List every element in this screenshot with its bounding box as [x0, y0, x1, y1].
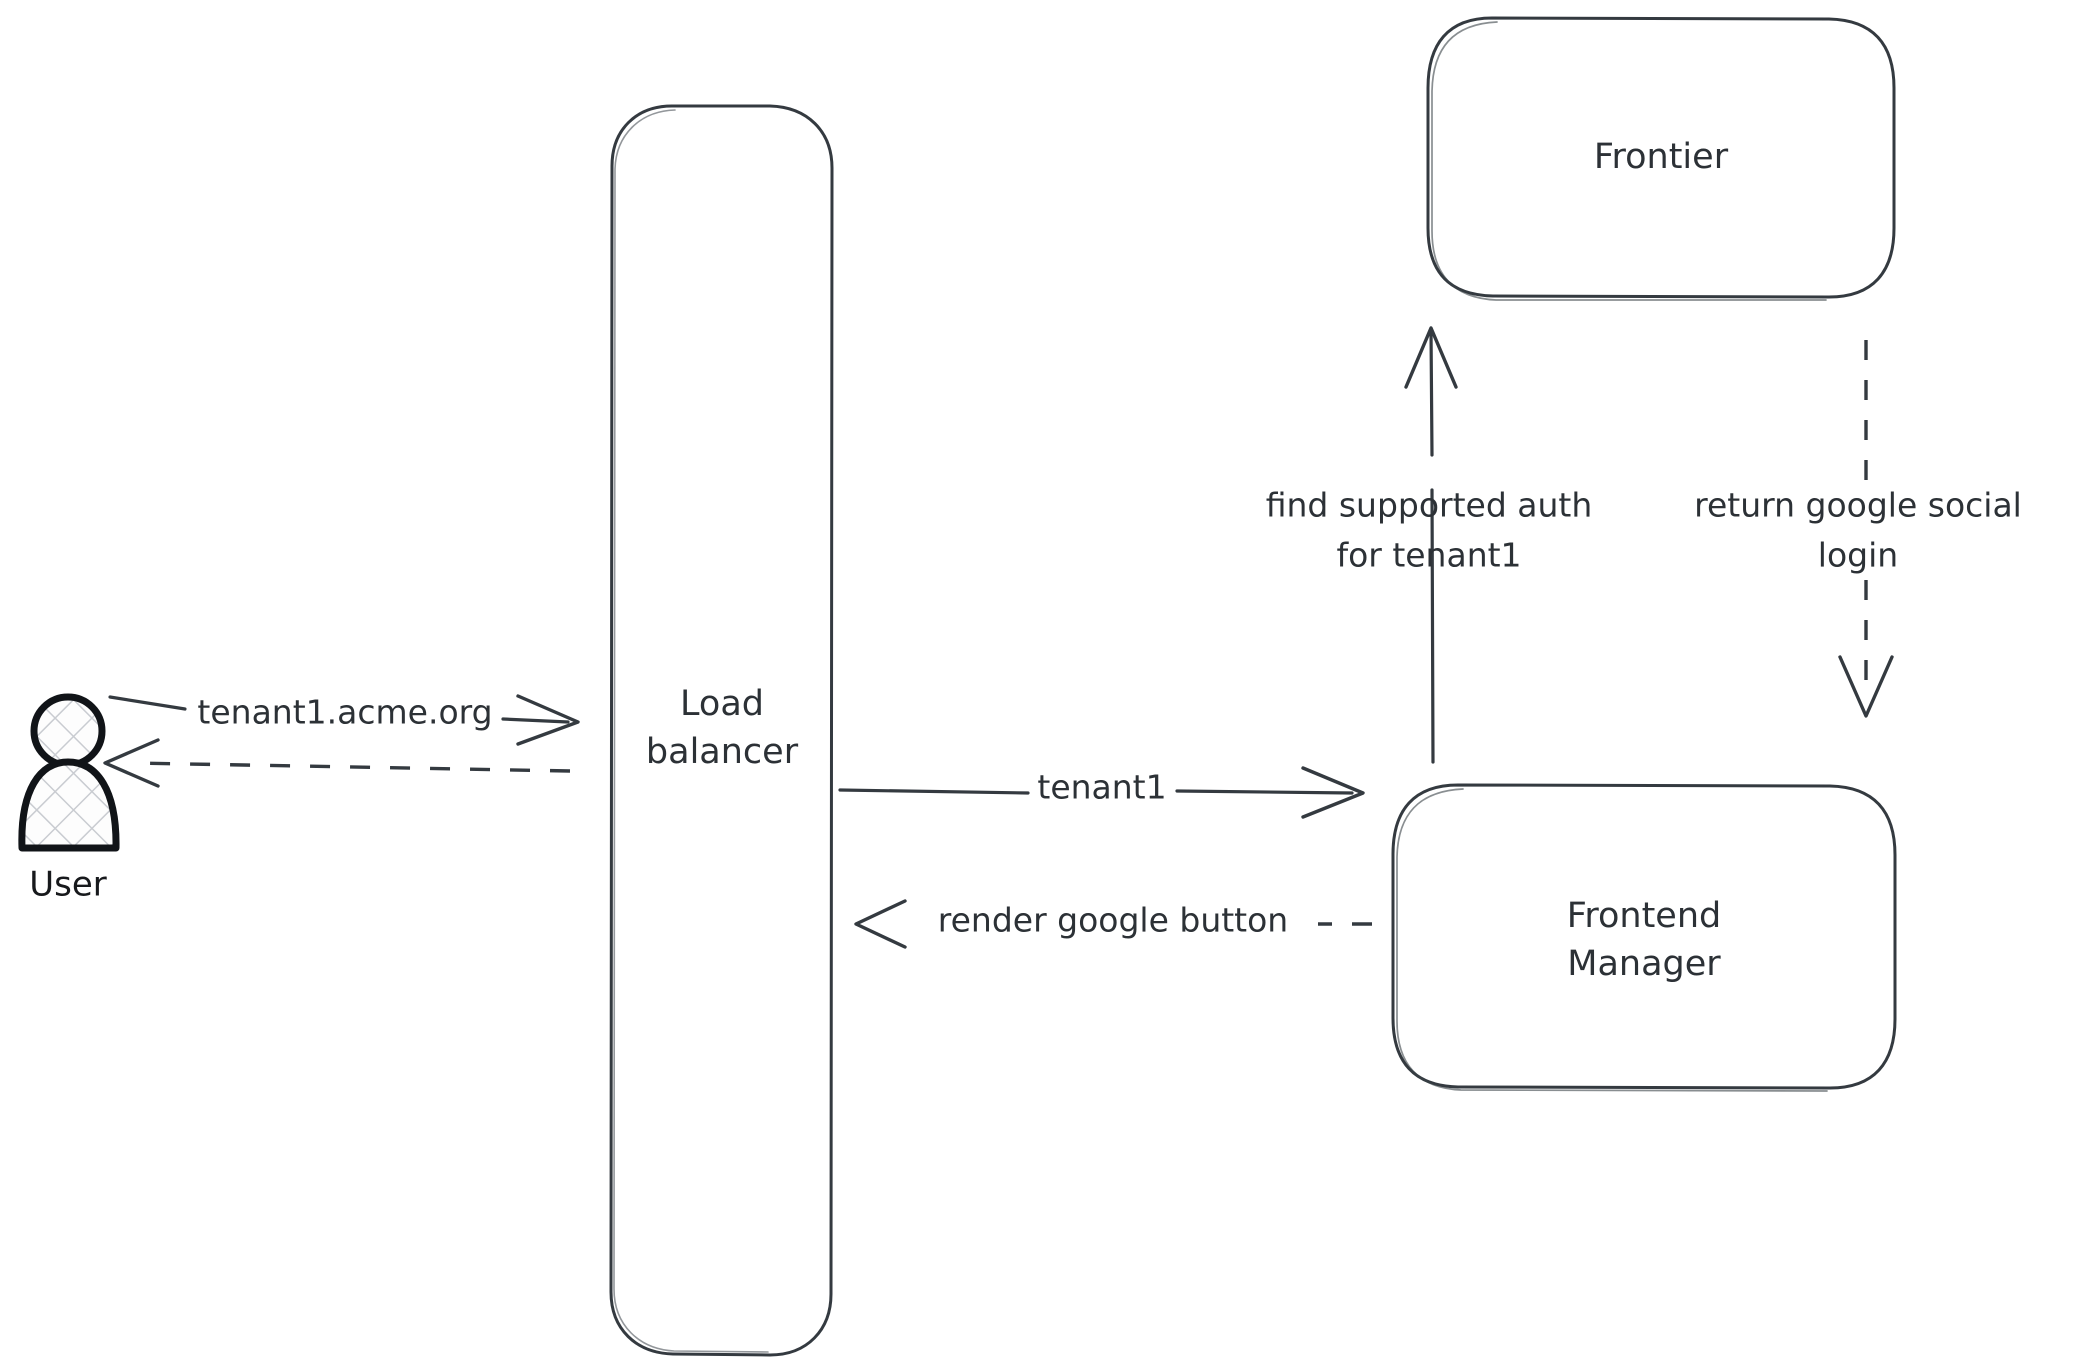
- edge-label-tenant1-acme-org: tenant1.acme.org: [197, 693, 492, 732]
- frontier-label: Frontier: [1594, 137, 1729, 177]
- load-balancer-label-line1: Load: [680, 684, 764, 724]
- edge-load-balancer-to-user[interactable]: [103, 738, 571, 788]
- actor-user[interactable]: User: [18, 693, 120, 905]
- edge-frontend-manager-to-load-balancer[interactable]: render google button: [854, 899, 1372, 949]
- edge-user-to-load-balancer[interactable]: tenant1.acme.org: [108, 693, 580, 746]
- edge-label-return-google-social-line1: return google social: [1694, 486, 2022, 525]
- node-load-balancer[interactable]: Load balancer: [609, 104, 834, 1357]
- user-body-icon: [18, 758, 120, 852]
- edge-label-find-supported-auth-line2: for tenant1: [1336, 536, 1521, 575]
- frontend-manager-label-line1: Frontend: [1567, 896, 1721, 936]
- node-frontier[interactable]: Frontier: [1426, 16, 1896, 301]
- edge-frontier-to-frontend-manager[interactable]: return google social login: [1694, 340, 2022, 718]
- edge-frontend-manager-to-frontier[interactable]: find supported auth for tenant1: [1266, 326, 1593, 764]
- edge-label-return-google-social-line2: login: [1818, 536, 1898, 575]
- load-balancer-label-line2: balancer: [646, 732, 799, 772]
- edge-label-find-supported-auth-line1: find supported auth: [1266, 486, 1593, 525]
- node-frontend-manager[interactable]: Frontend Manager: [1391, 783, 1897, 1092]
- edge-load-balancer-to-frontend-manager[interactable]: tenant1: [838, 766, 1365, 819]
- edge-label-tenant1: tenant1: [1037, 768, 1166, 807]
- frontend-manager-label-line2: Manager: [1567, 944, 1721, 984]
- edge-label-render-google-button: render google button: [938, 901, 1288, 940]
- user-head-icon: [30, 693, 106, 769]
- user-label: User: [29, 865, 107, 905]
